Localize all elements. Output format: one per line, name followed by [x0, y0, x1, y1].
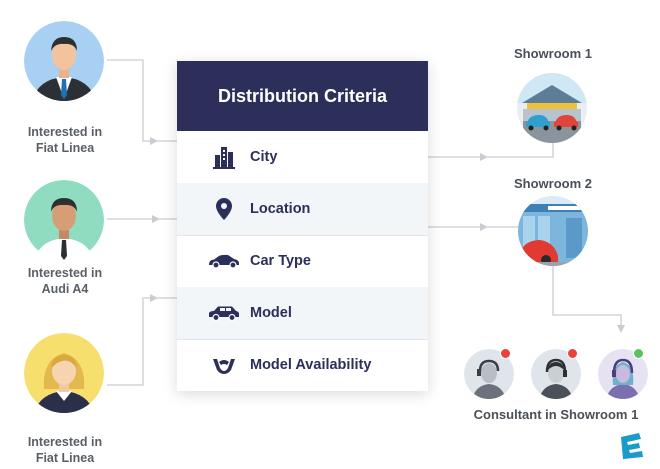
- arrow-icon: [617, 325, 625, 333]
- businessman-icon: [24, 21, 104, 101]
- lead-label-line: Interested in: [27, 125, 103, 139]
- city-icon: [202, 145, 246, 169]
- status-busy-indicator: [500, 348, 511, 359]
- arrow-icon: [150, 137, 158, 145]
- consultant-avatar-3: [598, 349, 648, 399]
- status-busy-indicator: [567, 348, 578, 359]
- criteria-location: Location: [177, 183, 428, 236]
- consultants-label: Consultant in Showroom 1: [473, 407, 639, 422]
- criteria-model: Model: [177, 287, 428, 340]
- criteria-label: Model Availability: [250, 357, 372, 373]
- showroom-1-label: Showroom 1: [513, 46, 592, 61]
- arrow-icon: [480, 223, 488, 231]
- handshake-icon: [202, 356, 246, 374]
- lead-label-3: Interested in Fiat Linea: [0, 434, 130, 466]
- criteria-label: City: [250, 149, 278, 165]
- man-avatar-icon: [24, 180, 104, 260]
- lead-label-line: Interested in: [27, 266, 103, 280]
- location-pin-icon: [202, 198, 246, 220]
- showroom-1-image: [517, 73, 587, 143]
- arrow-icon: [152, 215, 160, 223]
- consultant-avatar-1: [464, 349, 514, 399]
- arrow-icon: [150, 294, 158, 302]
- lead-label-line: Interested in: [27, 435, 103, 449]
- lead-avatar-2: [24, 180, 104, 260]
- showroom-2-image: [518, 196, 588, 266]
- status-available-indicator: [633, 348, 644, 359]
- lead-avatar-3: [24, 333, 104, 413]
- distribution-criteria-panel: Distribution Criteria City Location: [177, 61, 428, 391]
- lead-avatar-1: [24, 21, 104, 101]
- criteria-label: Model: [250, 305, 292, 321]
- consultant-headset-icon: [531, 349, 581, 399]
- criteria-model-availability: Model Availability: [177, 339, 428, 391]
- arrow-icon: [480, 153, 488, 161]
- criteria-label: Car Type: [250, 253, 311, 269]
- lead-label-1: Interested in Fiat Linea: [0, 124, 130, 156]
- showroom-2-label: Showroom 2: [513, 176, 592, 191]
- consultant-avatar-2: [531, 349, 581, 399]
- criteria-label: Location: [250, 201, 311, 217]
- panel-title: Distribution Criteria: [177, 61, 428, 131]
- criteria-car-type: Car Type: [177, 235, 428, 288]
- woman-avatar-icon: [24, 333, 104, 413]
- car-type-icon: [202, 254, 246, 268]
- brand-logo: [619, 433, 643, 464]
- consultant-headset-icon: [598, 349, 648, 399]
- showroom-icon: [517, 73, 587, 143]
- consultant-headset-icon: [464, 349, 514, 399]
- car-model-icon: [202, 305, 246, 321]
- showroom-building-icon: [518, 196, 588, 266]
- lead-label-2: Interested in Audi A4: [0, 265, 130, 297]
- lead-label-line: Fiat Linea: [35, 451, 95, 465]
- lead-label-line: Audi A4: [41, 282, 89, 296]
- criteria-city: City: [177, 131, 428, 184]
- logo-icon: [621, 433, 643, 459]
- lead-label-line: Fiat Linea: [35, 141, 95, 155]
